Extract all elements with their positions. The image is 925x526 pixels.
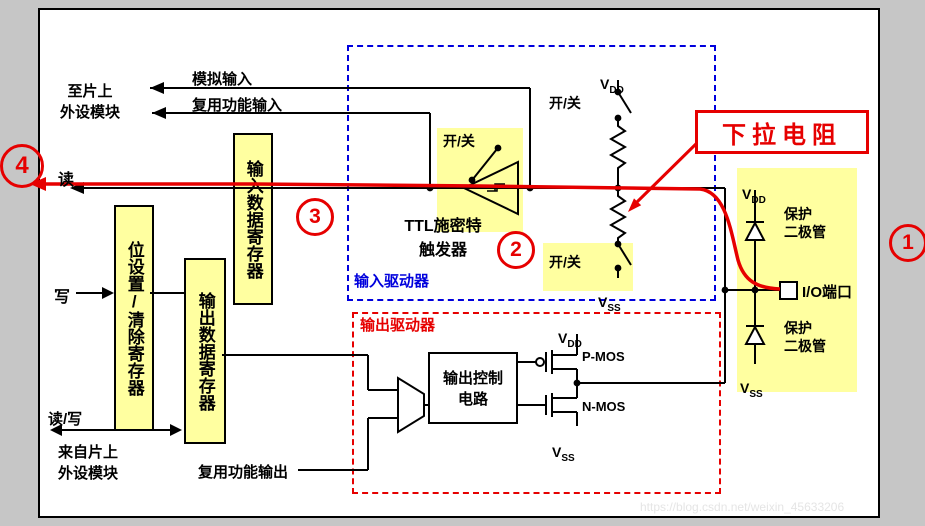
nmos-label: N-MOS bbox=[582, 399, 626, 414]
vdd-right-label: VDD bbox=[742, 170, 766, 206]
vss-symbol: V bbox=[598, 294, 608, 310]
vdd-sub: DD bbox=[751, 194, 766, 206]
vdd-symbol: V bbox=[600, 76, 610, 92]
vss-pulldown-label: VSS bbox=[598, 278, 621, 314]
page-watermark: https://blog.csdn.net/weixin_45633206 bbox=[640, 500, 845, 514]
pmos-label: P-MOS bbox=[582, 349, 625, 364]
vdd-symbol: V bbox=[742, 186, 752, 202]
vdd-sub: DD bbox=[609, 84, 624, 96]
to-peripheral-label: 至片上 外设模块 bbox=[59, 83, 120, 121]
circled-number-4: 4 bbox=[0, 144, 44, 188]
vss-symbol: V bbox=[552, 444, 562, 460]
vss-sub: SS bbox=[607, 302, 621, 314]
alt-func-input-label: 复用功能输入 bbox=[192, 97, 283, 114]
input-data-register: 输入数据寄存器 bbox=[233, 133, 273, 305]
output-data-register: 输出数据寄存器 bbox=[184, 258, 226, 444]
pulldown-resistor-callout: 下拉电阻 bbox=[695, 110, 869, 154]
protection-diode-bottom-label: 保护 二极管 bbox=[784, 320, 826, 354]
schmitt-switch-label: 开/关 bbox=[443, 133, 475, 149]
read-write-label: 读/写 bbox=[48, 411, 83, 428]
output-driver-title: 输出驱动器 bbox=[360, 317, 436, 334]
io-port-label: I/O端口 bbox=[802, 284, 853, 301]
protection-diode-top-label: 保护 二极管 bbox=[784, 206, 826, 240]
input-driver-box bbox=[347, 45, 716, 301]
vdd-symbol: V bbox=[558, 330, 568, 346]
ttl-schmitt-label: TTL施密特 触发器 bbox=[404, 218, 482, 259]
vss-symbol: V bbox=[740, 380, 750, 396]
bit-set-clear-register: 位设置/清除寄存器 bbox=[114, 205, 154, 431]
write-label: 写 bbox=[54, 289, 71, 306]
analog-input-label: 模拟输入 bbox=[192, 71, 253, 88]
circled-number-3: 3 bbox=[296, 198, 334, 236]
output-control-box: 输出控制 电路 bbox=[428, 352, 518, 424]
input-driver-title: 输入驱动器 bbox=[354, 273, 430, 290]
pulldown-switch-label: 开/关 bbox=[549, 254, 581, 270]
pullup-switch-label: 开/关 bbox=[549, 95, 581, 111]
vdd-sub: DD bbox=[567, 338, 582, 350]
circled-number-2: 2 bbox=[497, 231, 535, 269]
read-label: 读 bbox=[58, 172, 75, 189]
output-driver-box bbox=[352, 312, 721, 494]
circled-number-1: 1 bbox=[889, 224, 925, 262]
vss-nmos-label: VSS bbox=[552, 428, 575, 464]
alt-func-output-label: 复用功能输出 bbox=[198, 464, 289, 481]
vdd-pullup-label: VDD bbox=[600, 60, 624, 96]
vss-sub: SS bbox=[749, 388, 763, 400]
vdd-pmos-label: VDD bbox=[558, 314, 582, 350]
vss-sub: SS bbox=[561, 452, 575, 464]
vss-right-label: VSS bbox=[740, 364, 763, 400]
from-peripheral-label: 来自片上 外设模块 bbox=[57, 444, 118, 482]
